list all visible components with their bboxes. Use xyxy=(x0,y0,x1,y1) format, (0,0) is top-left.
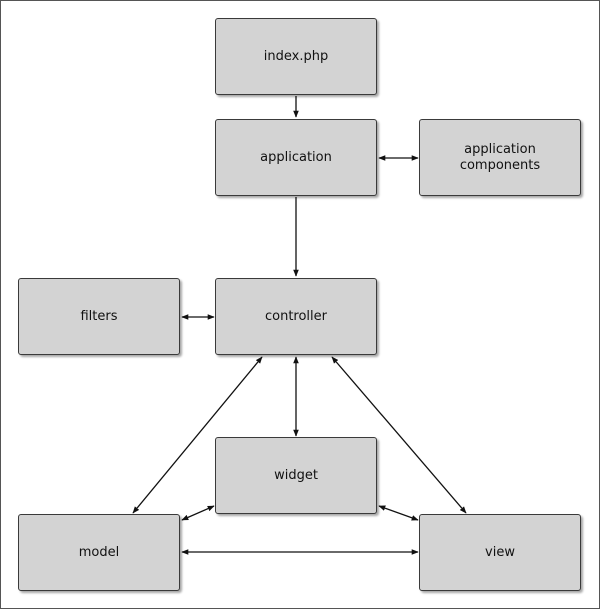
node-widget: widget xyxy=(215,437,377,514)
node-index-php: index.php xyxy=(215,18,377,95)
node-controller: controller xyxy=(215,278,377,355)
node-application-components: application components xyxy=(419,119,581,196)
node-label: application xyxy=(260,149,332,165)
node-label: widget xyxy=(274,467,318,483)
arrow-controller-model xyxy=(132,356,263,514)
node-filters: filters xyxy=(18,278,180,355)
node-label: model xyxy=(78,544,120,560)
node-label: index.php xyxy=(263,48,329,64)
node-application: application xyxy=(215,119,377,196)
arrow-widget-model xyxy=(181,505,215,521)
node-label: application components xyxy=(459,141,541,173)
arrow-widget-view xyxy=(378,505,419,521)
node-model: model xyxy=(18,514,180,591)
node-view: view xyxy=(419,514,581,591)
arrow-controller-view xyxy=(331,356,467,514)
node-label: view xyxy=(485,544,515,560)
node-label: filters xyxy=(80,308,118,324)
node-label: controller xyxy=(264,308,328,324)
